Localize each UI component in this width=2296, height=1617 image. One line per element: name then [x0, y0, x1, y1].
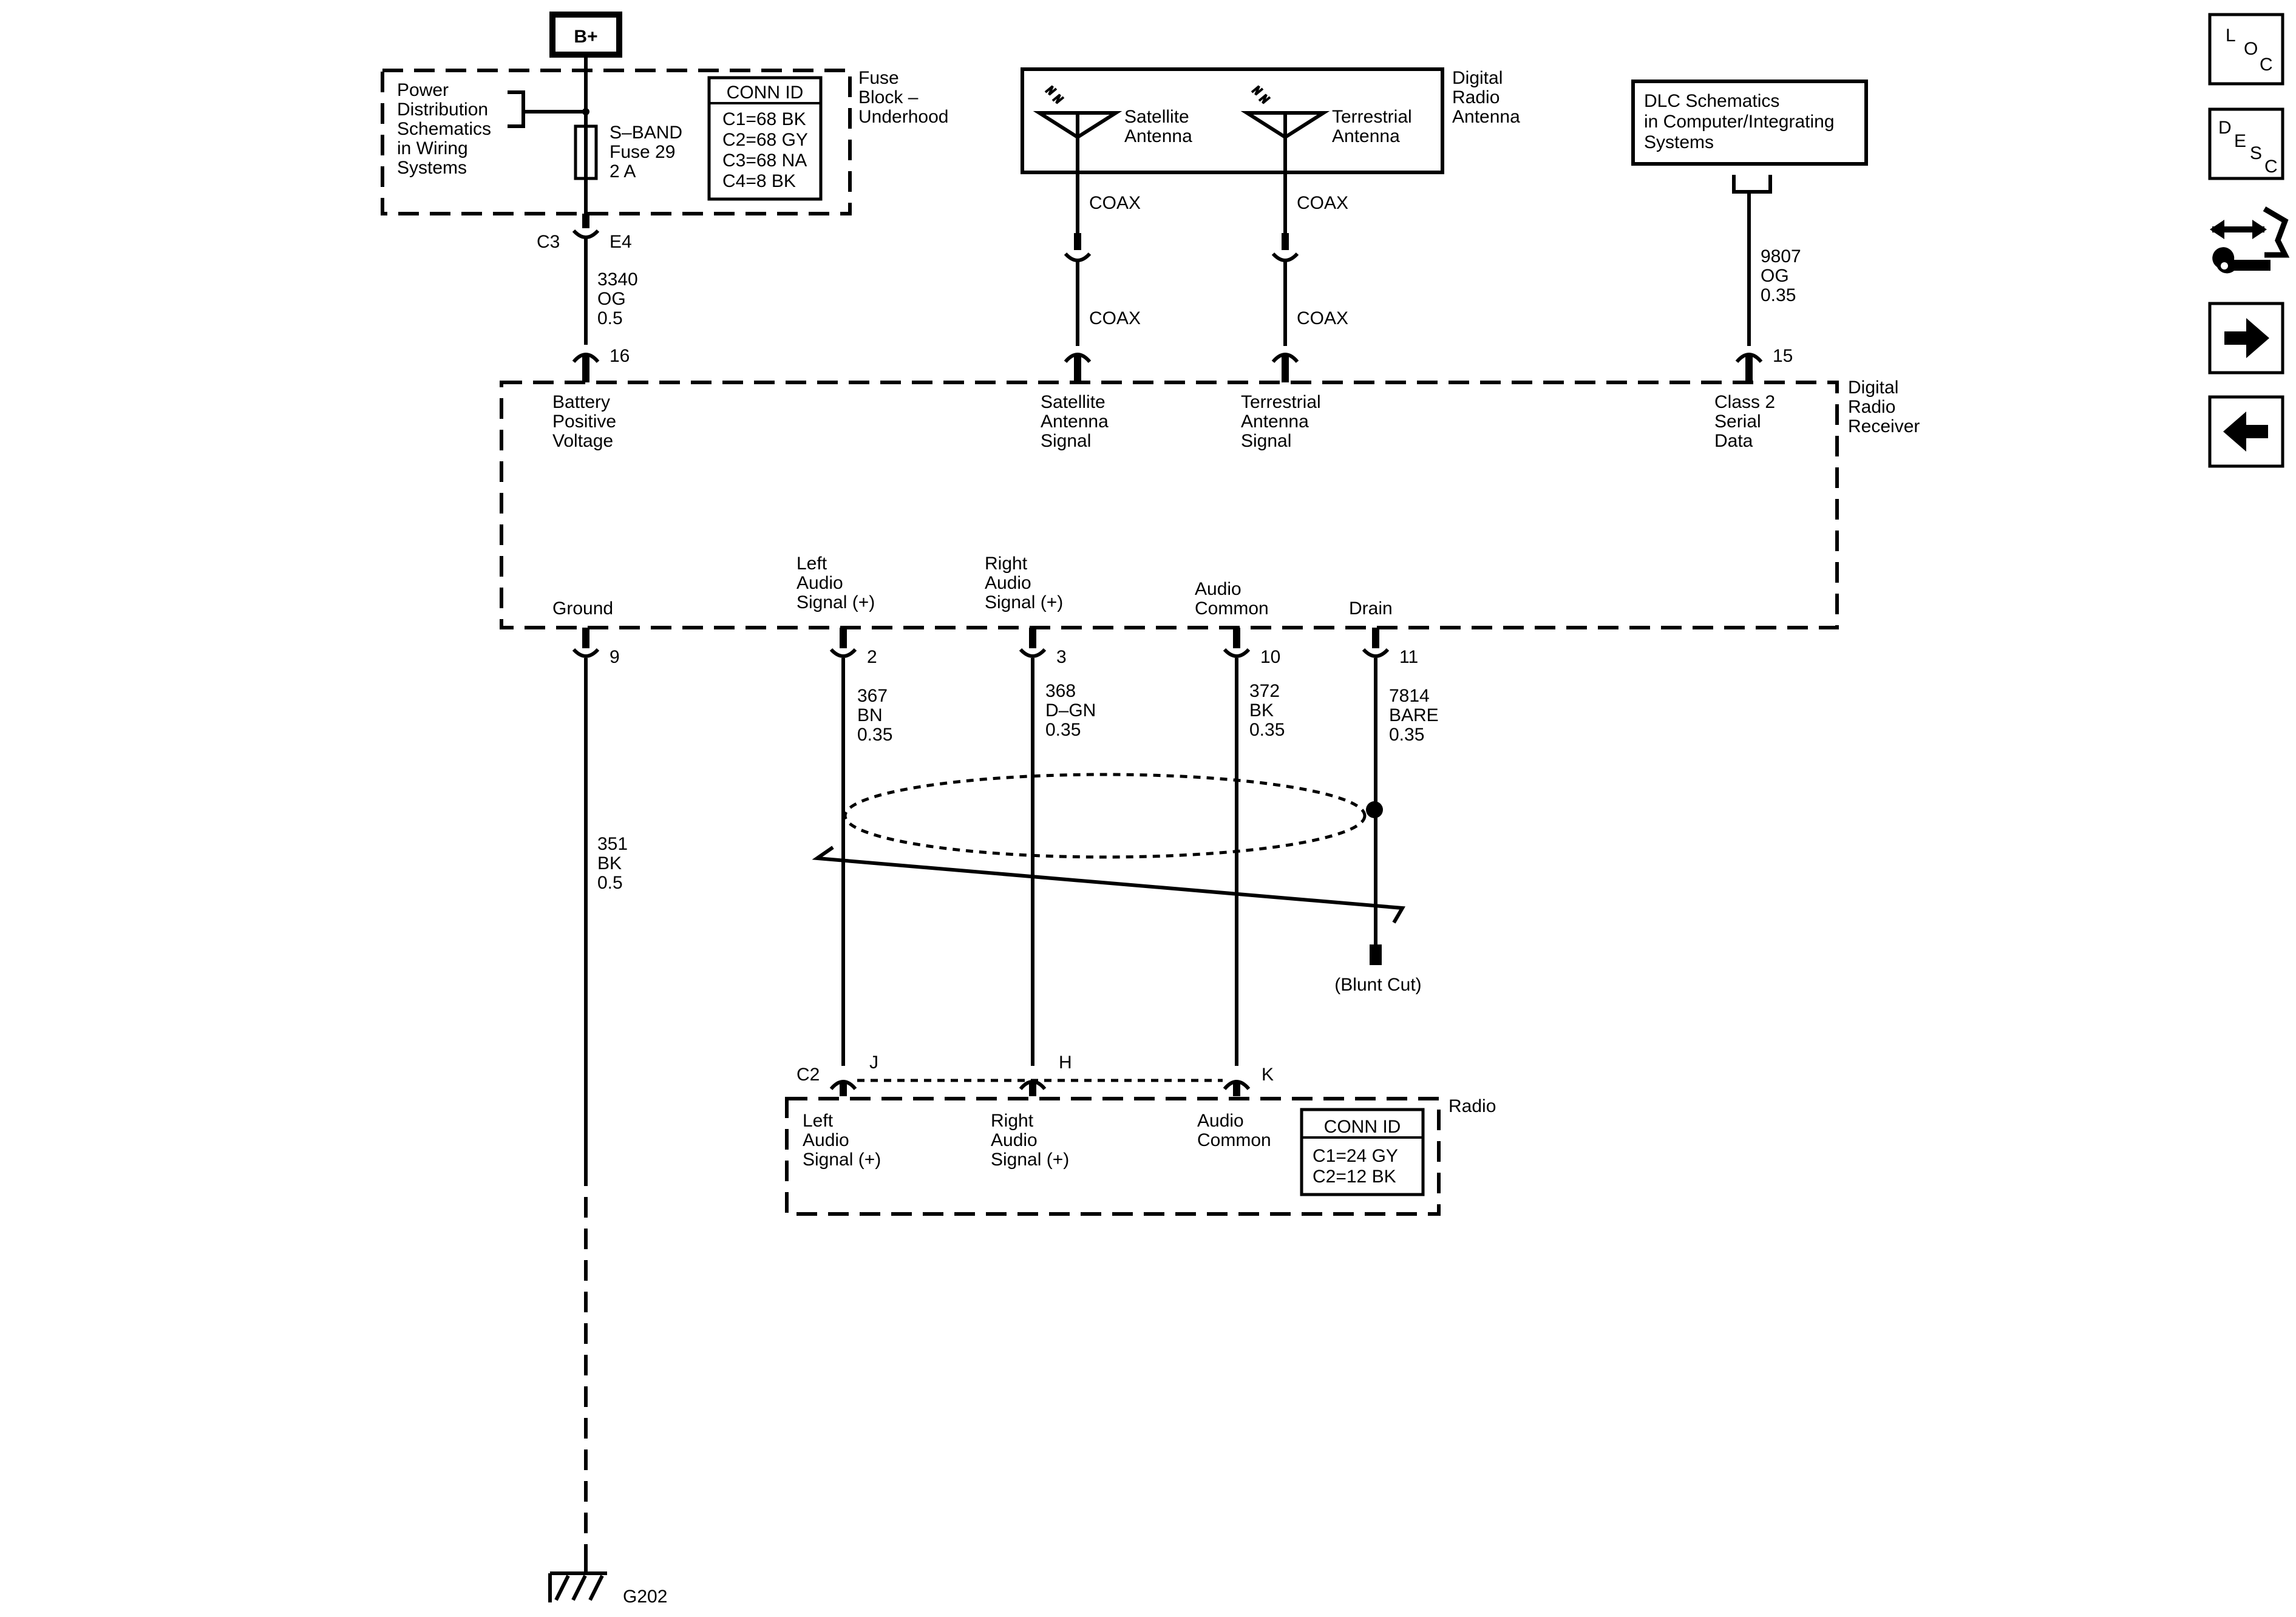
- receiver-bottom-pins: 9 2 3 10 11: [572, 628, 1418, 667]
- wire-3340-label: 3340 OG 0.5: [597, 270, 643, 328]
- pin-h-label: H: [1059, 1053, 1072, 1073]
- ground-g202-icon: [548, 1564, 607, 1602]
- pin-16-label: 16: [610, 346, 630, 366]
- wire-368-label: 368 D–GN 0.35: [1045, 681, 1101, 740]
- nav-wiring-tools-button[interactable]: [2210, 206, 2290, 274]
- shield-ellipse: [812, 773, 1405, 924]
- fuse-block-underhood: Fuse Block – Underhood Power Distributio…: [381, 68, 948, 215]
- pin-11-label: 11: [1399, 647, 1418, 667]
- radio-left-audio-label: Left Audio Signal (+): [803, 1111, 881, 1170]
- radio-conn-id-title: CONN ID: [1324, 1117, 1401, 1137]
- class-2-serial-data: Class 2 Serial Data: [1714, 392, 1780, 451]
- radio-conn-id-list: C1=24 GY C2=12 BK: [1313, 1146, 1403, 1187]
- pin-10-label: 10: [1260, 647, 1280, 667]
- arrow-left-icon: [2223, 412, 2268, 452]
- pin-15-label: 15: [1773, 346, 1793, 366]
- receiver-name: Digital Radio Receiver: [1848, 378, 1920, 436]
- left-audio-signal-label: Left Audio Signal (+): [796, 554, 875, 612]
- wire-351-label: 351 BK 0.5: [597, 834, 633, 893]
- ground-label: Ground: [552, 598, 613, 619]
- desc-letter-d: D: [2218, 118, 2232, 138]
- conn-c2-label: C2: [796, 1065, 820, 1085]
- pin-j-label: J: [869, 1053, 878, 1073]
- loc-letter-c: C: [2260, 55, 2273, 75]
- drain-label: Drain: [1349, 598, 1393, 619]
- desc-letter-s: S: [2250, 143, 2262, 163]
- wire-368-right-audio: 368 D–GN 0.35: [1031, 658, 1101, 1066]
- wire-372-label: 372 BK 0.35: [1249, 681, 1285, 740]
- b-plus-source: B+: [549, 12, 622, 70]
- radio-component: C2 J H K Radio Left Audio Signal (+) Rig…: [785, 1053, 1496, 1216]
- fuse-conn-id-list: C1=68 BK C2=68 GY C3=68 NA C4=8 BK: [722, 109, 813, 191]
- terrestrial-coax-wire: COAX COAX: [1271, 172, 1348, 382]
- coax-label-2: COAX: [1089, 308, 1141, 328]
- wire-7814-drain: 7814 BARE 0.35 (Blunt Cut): [1334, 658, 1444, 995]
- wire-3340: 3340 OG 0.5 16: [572, 238, 643, 382]
- digital-radio-antenna: Digital Radio Antenna Satellite Antenna …: [1021, 67, 1520, 174]
- arrow-right-icon: [2224, 318, 2269, 358]
- pin-9-label: 9: [610, 647, 620, 667]
- radio-right-audio-label: Right Audio Signal (+): [991, 1111, 1069, 1170]
- coax-label-1: COAX: [1089, 193, 1141, 213]
- desc-letter-c: C: [2264, 157, 2278, 177]
- battery-positive-voltage: Battery Positive Voltage: [552, 392, 621, 451]
- wire-367-label: 367 BN 0.35: [857, 686, 892, 745]
- satellite-antenna-signal: Satellite Antenna Signal: [1041, 392, 1113, 451]
- nav-back-button[interactable]: [2208, 395, 2284, 468]
- pin-3-label: 3: [1056, 647, 1067, 667]
- coax-label-3: COAX: [1297, 193, 1348, 213]
- dlc-text: DLC Schematics in Computer/Integrating S…: [1644, 91, 1839, 152]
- wire-9807-label: 9807 OG 0.35: [1761, 246, 1806, 305]
- pin-2-label: 2: [867, 647, 877, 667]
- fuse-conn-id-title: CONN ID: [727, 83, 804, 103]
- radio-conn-id-box: [1300, 1108, 1425, 1196]
- right-audio-signal-label: Right Audio Signal (+): [985, 554, 1063, 612]
- b-plus-label: B+: [574, 27, 597, 47]
- antenna-name: Digital Radio Antenna: [1452, 68, 1520, 127]
- loc-letter-o: O: [2244, 39, 2258, 59]
- terrestrial-antenna-icon: [1240, 85, 1330, 172]
- terrestrial-antenna-label: Terrestrial Antenna: [1332, 107, 1417, 146]
- desc-letter-e: E: [2234, 131, 2246, 151]
- audio-common-label: Audio Common: [1195, 579, 1269, 619]
- satellite-antenna-icon: [1033, 85, 1123, 172]
- pin-k-label: K: [1262, 1065, 1274, 1085]
- radio-name: Radio: [1449, 1096, 1496, 1116]
- conn-c3-label: C3: [537, 232, 560, 252]
- nav-desc-button[interactable]: D E S C: [2208, 107, 2284, 180]
- wire-351-ground: 351 BK 0.5 G202: [548, 658, 667, 1607]
- digital-radio-receiver: Digital Radio Receiver Battery Positive …: [500, 378, 1920, 629]
- arrows-wrench-icon: [2210, 206, 2290, 274]
- radio-audio-common-label: Audio Common: [1197, 1111, 1271, 1150]
- wire-372-audio-common: 372 BK 0.35: [1235, 658, 1285, 1066]
- nav-next-button[interactable]: [2208, 302, 2284, 375]
- satellite-coax-wire: COAX COAX: [1064, 172, 1141, 382]
- fuse-conn-id-box: [707, 76, 823, 201]
- fuse-block-name: Fuse Block – Underhood: [858, 68, 948, 127]
- wire-7814-label: 7814 BARE 0.35: [1389, 686, 1444, 745]
- power-distribution-ref: Power Distribution Schematics in Wiring …: [397, 80, 496, 178]
- dlc-schematics-ref: DLC Schematics in Computer/Integrating S…: [1631, 80, 1868, 382]
- coax-label-4: COAX: [1297, 308, 1348, 328]
- pin-e4-label: E4: [610, 232, 632, 252]
- fuse-29-label: S–BAND Fuse 29 2 A: [610, 123, 687, 181]
- blunt-cut-label: (Blunt Cut): [1334, 975, 1421, 995]
- g202-label: G202: [623, 1587, 667, 1607]
- connector-c3-e4: C3 E4: [537, 214, 632, 252]
- terrestrial-antenna-signal: Terrestrial Antenna Signal: [1241, 392, 1326, 451]
- satellite-antenna-label: Satellite Antenna: [1124, 107, 1194, 146]
- nav-loc-button[interactable]: L O C: [2208, 13, 2284, 86]
- loc-letter-l: L: [2226, 25, 2236, 46]
